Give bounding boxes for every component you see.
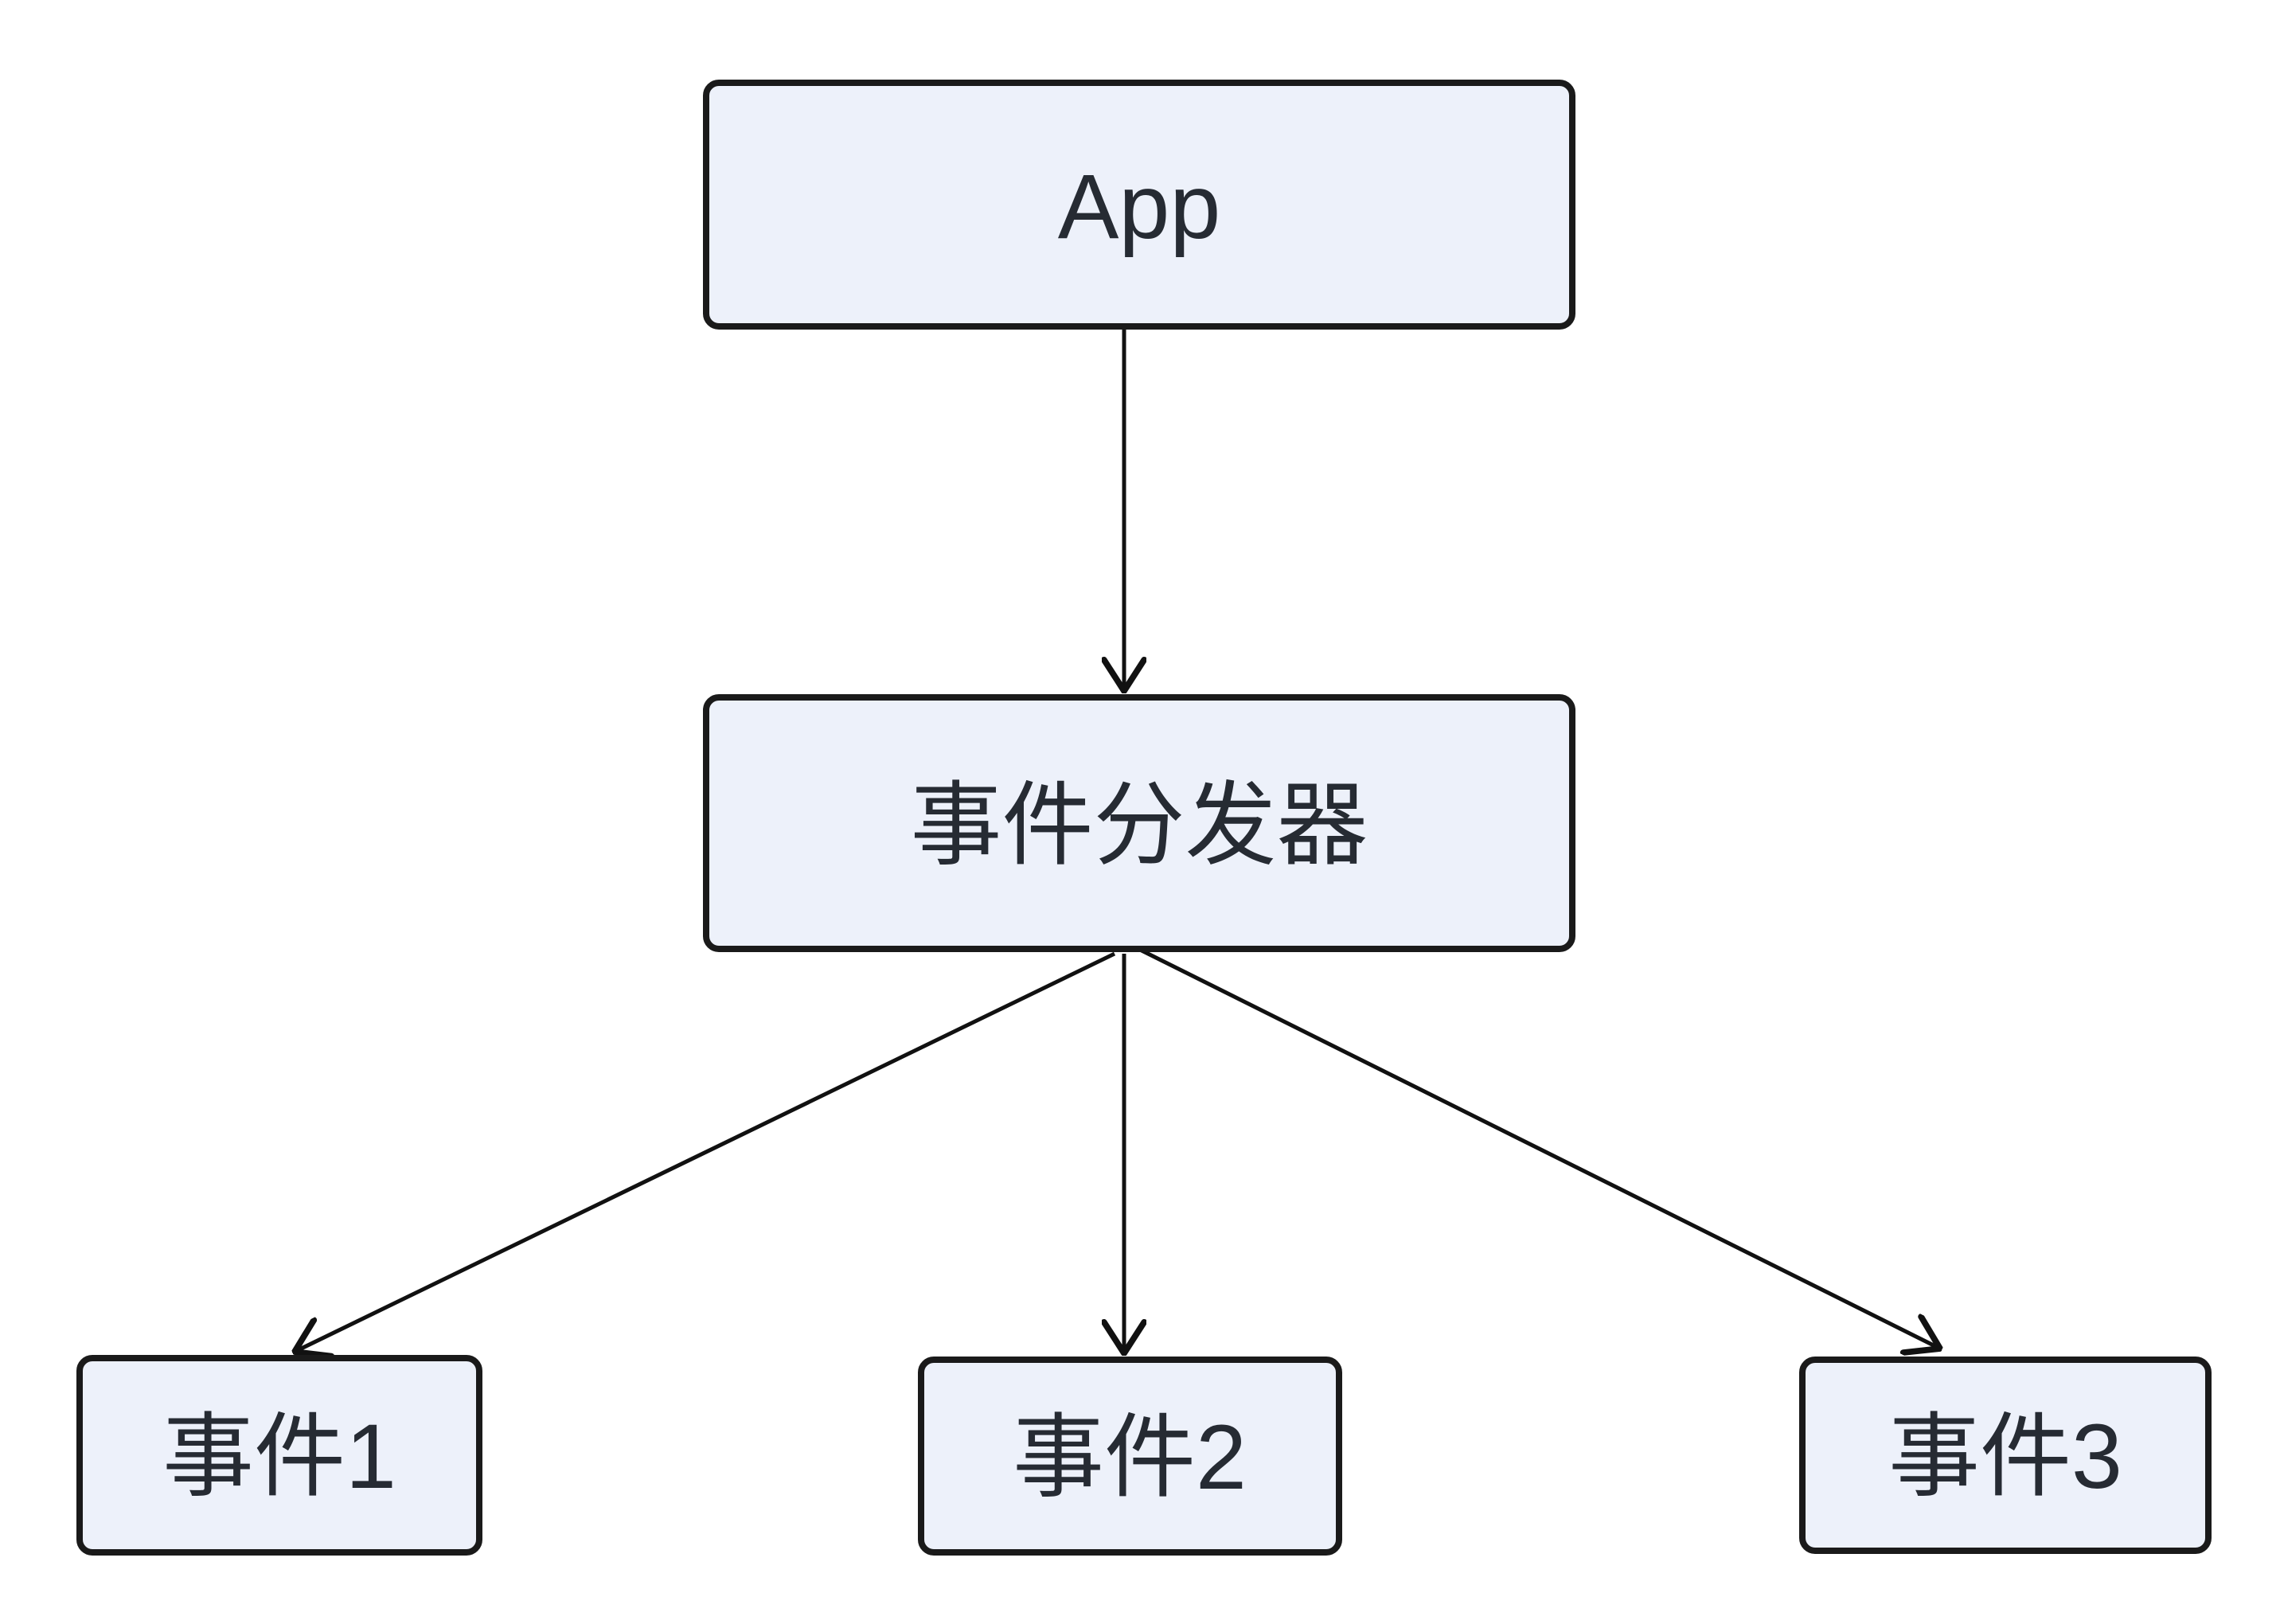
node-event3-label: 事件3 [1888,1406,2122,1508]
node-event2-label: 事件2 [1013,1407,1247,1509]
node-event3-box [1799,1357,2212,1554]
node-app: App [703,80,1575,330]
node-event2: 事件2 [918,1357,1342,1556]
node-dispatcher: 事件分发器 [703,694,1575,952]
node-app-label: App [1058,156,1221,258]
edge-layer [295,330,1940,1353]
node-app-box [703,80,1575,330]
node-dispatcher-label: 事件分发器 [910,775,1368,876]
node-event2-box [918,1357,1342,1556]
edge-dispatcher-to-event3 [1134,945,1940,1349]
node-event1-label: 事件1 [162,1406,396,1508]
node-dispatcher-box [703,694,1575,952]
node-event3: 事件3 [1799,1357,2212,1554]
node-event1-box [76,1355,482,1556]
node-event1: 事件1 [76,1355,482,1556]
edge-dispatcher-to-event1 [295,951,1116,1352]
